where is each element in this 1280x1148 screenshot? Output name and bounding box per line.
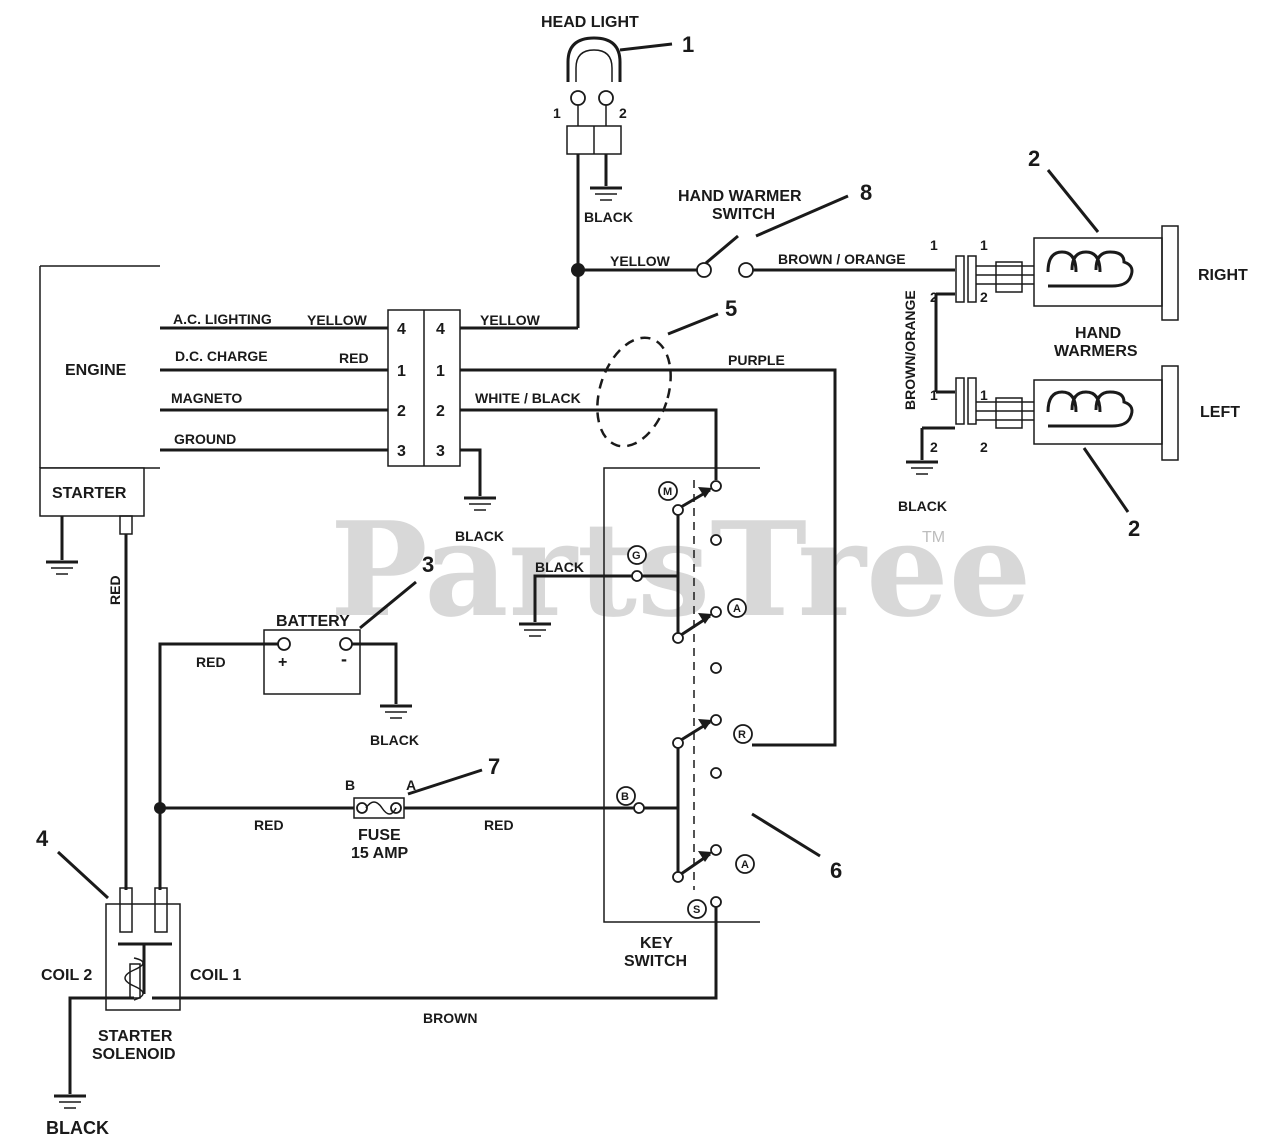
starter-solenoid: COIL 2 COIL 1 STARTER SOLENOID BLACK BRO…: [41, 887, 718, 1138]
magneto-label: MAGNETO: [171, 390, 242, 406]
hand-warmer-right: 1 2 1 2 RIGHT: [930, 225, 1248, 321]
svg-text:1: 1: [930, 237, 938, 253]
battery-label: BATTERY: [276, 613, 350, 630]
wire-bundle-highlight: [596, 336, 672, 448]
svg-text:2: 2: [397, 403, 406, 420]
svg-text:2: 2: [930, 439, 938, 455]
callout-3: 3: [422, 552, 434, 577]
engine-label: ENGINE: [65, 362, 127, 379]
callout-2-bottom: 2: [1128, 516, 1140, 541]
fuse-label-1: FUSE: [358, 827, 401, 844]
svg-text:1: 1: [980, 237, 988, 253]
callout-1: 1: [682, 32, 694, 57]
hand-warmer-switch-label-1: HAND WARMER: [678, 188, 802, 205]
svg-text:1: 1: [930, 387, 938, 403]
callout-2-top: 2: [1028, 146, 1040, 171]
svg-text:4: 4: [397, 321, 406, 338]
wire-label-red-battery: RED: [196, 654, 226, 670]
hand-warmer-switch-label-2: SWITCH: [712, 206, 775, 223]
hand-warmer-ground-label: BLACK: [898, 498, 947, 514]
head-light-ground-label: BLACK: [584, 209, 633, 225]
svg-text:3: 3: [436, 443, 445, 460]
callout-8: 8: [860, 180, 872, 205]
ac-lighting-label: A.C. LIGHTING: [173, 311, 272, 327]
svg-text:2: 2: [436, 403, 445, 420]
wire-label-red-fuse-right: RED: [484, 817, 514, 833]
wire-label-brown-orange: BROWN / ORANGE: [778, 251, 906, 267]
wire-label-red-starter: RED: [107, 575, 123, 605]
svg-text:3: 3: [397, 443, 406, 460]
wire-label-white-black: WHITE / BLACK: [475, 390, 581, 406]
svg-text:2: 2: [980, 289, 988, 305]
left-label: LEFT: [1200, 404, 1240, 421]
solenoid-ground-label: BLACK: [46, 1118, 109, 1138]
hand-warmer-switch: HAND WARMER SWITCH YELLOW BROWN / ORANGE: [578, 188, 955, 278]
fuse-terminal-b: B: [345, 777, 355, 793]
callout-5: 5: [725, 296, 737, 321]
battery-ground-label: BLACK: [370, 732, 419, 748]
right-label: RIGHT: [1198, 267, 1248, 284]
head-light-pin-2: 2: [619, 105, 627, 121]
wire-label-brown-orange-vertical: BROWN/ORANGE: [902, 290, 918, 410]
starter-solenoid-label-1: STARTER: [98, 1028, 173, 1045]
wire-label-yellow-out: YELLOW: [480, 312, 541, 328]
svg-text:1: 1: [436, 363, 445, 380]
wire-label-purple: PURPLE: [728, 352, 785, 368]
svg-text:1: 1: [980, 387, 988, 403]
head-light-pin-1: 1: [553, 105, 561, 121]
key-switch-ground-label: BLACK: [535, 559, 584, 575]
wire-label-brown: BROWN: [423, 1010, 477, 1026]
coil-1-label: COIL 1: [190, 967, 241, 984]
svg-text:4: 4: [436, 321, 445, 338]
ground-label: GROUND: [174, 431, 236, 447]
fuse-label-2: 15 AMP: [351, 845, 409, 862]
svg-text:2: 2: [980, 439, 988, 455]
svg-text:1: 1: [397, 363, 406, 380]
battery-minus: -: [341, 649, 347, 669]
hand-warmers-label-2: WARMERS: [1054, 343, 1138, 360]
svg-text:2: 2: [930, 289, 938, 305]
engine-connector: 4 4 1 1 2 2 3 3: [387, 309, 461, 467]
svg-text:R: R: [738, 729, 746, 741]
fuse-terminal-a: A: [406, 777, 416, 793]
wire-label-yellow-ac: YELLOW: [307, 312, 368, 328]
callout-6: 6: [830, 858, 842, 883]
hand-warmer-left: 1 2 1 2 LEFT BLACK: [898, 365, 1240, 514]
wire-label-yellow-switch: YELLOW: [610, 253, 671, 269]
wire-label-red-fuse-left: RED: [254, 817, 284, 833]
coil-2-label: COIL 2: [41, 967, 92, 984]
dc-charge-label: D.C. CHARGE: [175, 348, 268, 364]
watermark-tm: TM: [922, 529, 945, 546]
connector-ground-label: BLACK: [455, 528, 504, 544]
watermark: PartsTree: [330, 493, 1031, 646]
head-light: HEAD LIGHT 1 2 BLACK: [541, 14, 639, 328]
svg-text:A: A: [733, 603, 741, 615]
engine-block: ENGINE STARTER RED: [39, 265, 160, 890]
hand-warmers-label-1: HAND: [1075, 325, 1121, 342]
svg-text:M: M: [663, 486, 672, 498]
callout-7: 7: [488, 754, 500, 779]
svg-text:G: G: [632, 550, 641, 562]
starter-label: STARTER: [52, 485, 127, 502]
svg-text:B: B: [621, 791, 629, 803]
wire-label-red-dc: RED: [339, 350, 369, 366]
svg-text:A: A: [741, 859, 749, 871]
fuse: RED B A FUSE 15 AMP RED: [154, 777, 634, 862]
battery-plus: +: [278, 654, 287, 671]
head-light-label: HEAD LIGHT: [541, 14, 639, 31]
key-switch-label-2: SWITCH: [624, 953, 687, 970]
svg-text:S: S: [693, 904, 700, 916]
key-switch-label-1: KEY: [640, 935, 673, 952]
starter-solenoid-label-2: SOLENOID: [92, 1046, 176, 1063]
callout-4: 4: [36, 826, 49, 851]
